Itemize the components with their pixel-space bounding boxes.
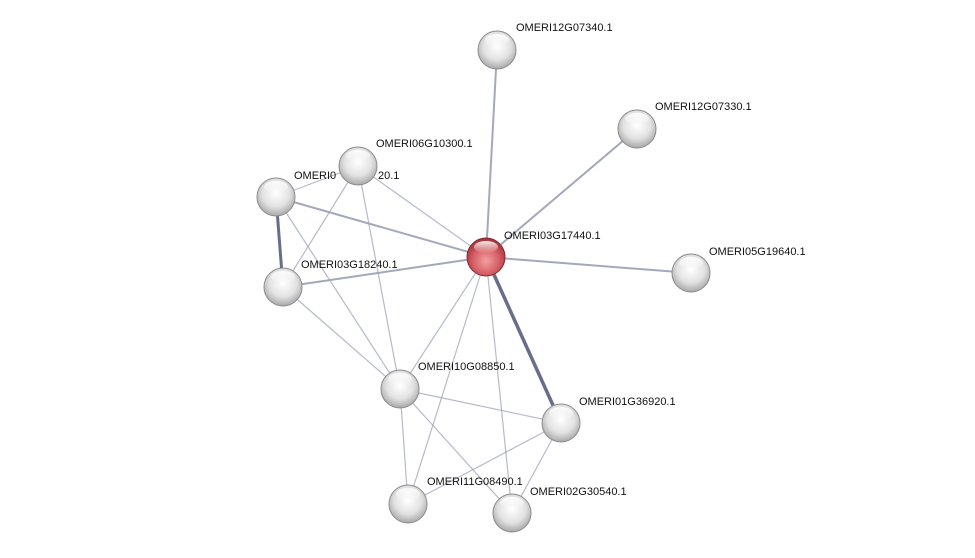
protein-node[interactable] [338, 146, 378, 186]
protein-node[interactable] [671, 253, 711, 293]
edge-G-H[interactable] [282, 286, 401, 390]
edge-H-K[interactable] [399, 388, 513, 514]
edge-E-G[interactable] [282, 256, 487, 288]
node-label: OMERI12G07340.1 [516, 22, 613, 34]
query-protein-node[interactable] [466, 237, 506, 277]
edge-E-C[interactable] [357, 165, 487, 258]
node-label: OMERI11G08490.1 [427, 476, 523, 488]
protein-node[interactable] [256, 177, 296, 217]
edge-E-H[interactable] [399, 256, 487, 390]
edge-E-D[interactable] [275, 196, 487, 258]
edge-H-I[interactable] [399, 388, 562, 424]
labels-layer: OMERI12G07340.1OMERI12G07330.1OMERI06G10… [294, 22, 806, 498]
edge-E-I[interactable] [484, 256, 563, 424]
nodes-layer [256, 30, 711, 533]
protein-node[interactable] [492, 493, 532, 533]
node-label: OMERI02G30540.1 [530, 486, 627, 498]
edge-E-J[interactable] [407, 256, 487, 505]
node-label-start: OMERI0 [294, 170, 336, 182]
protein-node[interactable] [380, 369, 420, 409]
edge-C-H[interactable] [357, 165, 401, 390]
protein-node[interactable] [388, 484, 428, 524]
protein-node[interactable] [617, 109, 657, 149]
node-label: OMERI01G36920.1 [579, 396, 676, 408]
edge-I-J[interactable] [407, 422, 562, 505]
protein-node[interactable] [477, 30, 517, 70]
edge-E-K[interactable] [485, 256, 513, 514]
protein-node[interactable] [263, 267, 303, 307]
node-label: OMERI03G17440.1 [504, 230, 601, 242]
edge-C-G[interactable] [282, 165, 359, 288]
edge-E-A[interactable] [485, 49, 498, 258]
edge-E-F[interactable] [485, 256, 692, 274]
node-label: OMERI12G07330.1 [655, 101, 752, 113]
edge-E-B[interactable] [485, 128, 638, 258]
node-label-end: 20.1 [378, 170, 399, 182]
node-label: OMERI06G10300.1 [376, 138, 473, 150]
node-label: OMERI10G08850.1 [418, 361, 515, 373]
node-label: OMERI05G19640.1 [709, 246, 806, 258]
edge-D-H[interactable] [275, 196, 401, 390]
node-label: OMERI03G18240.1 [301, 259, 398, 271]
protein-node[interactable] [541, 403, 581, 443]
